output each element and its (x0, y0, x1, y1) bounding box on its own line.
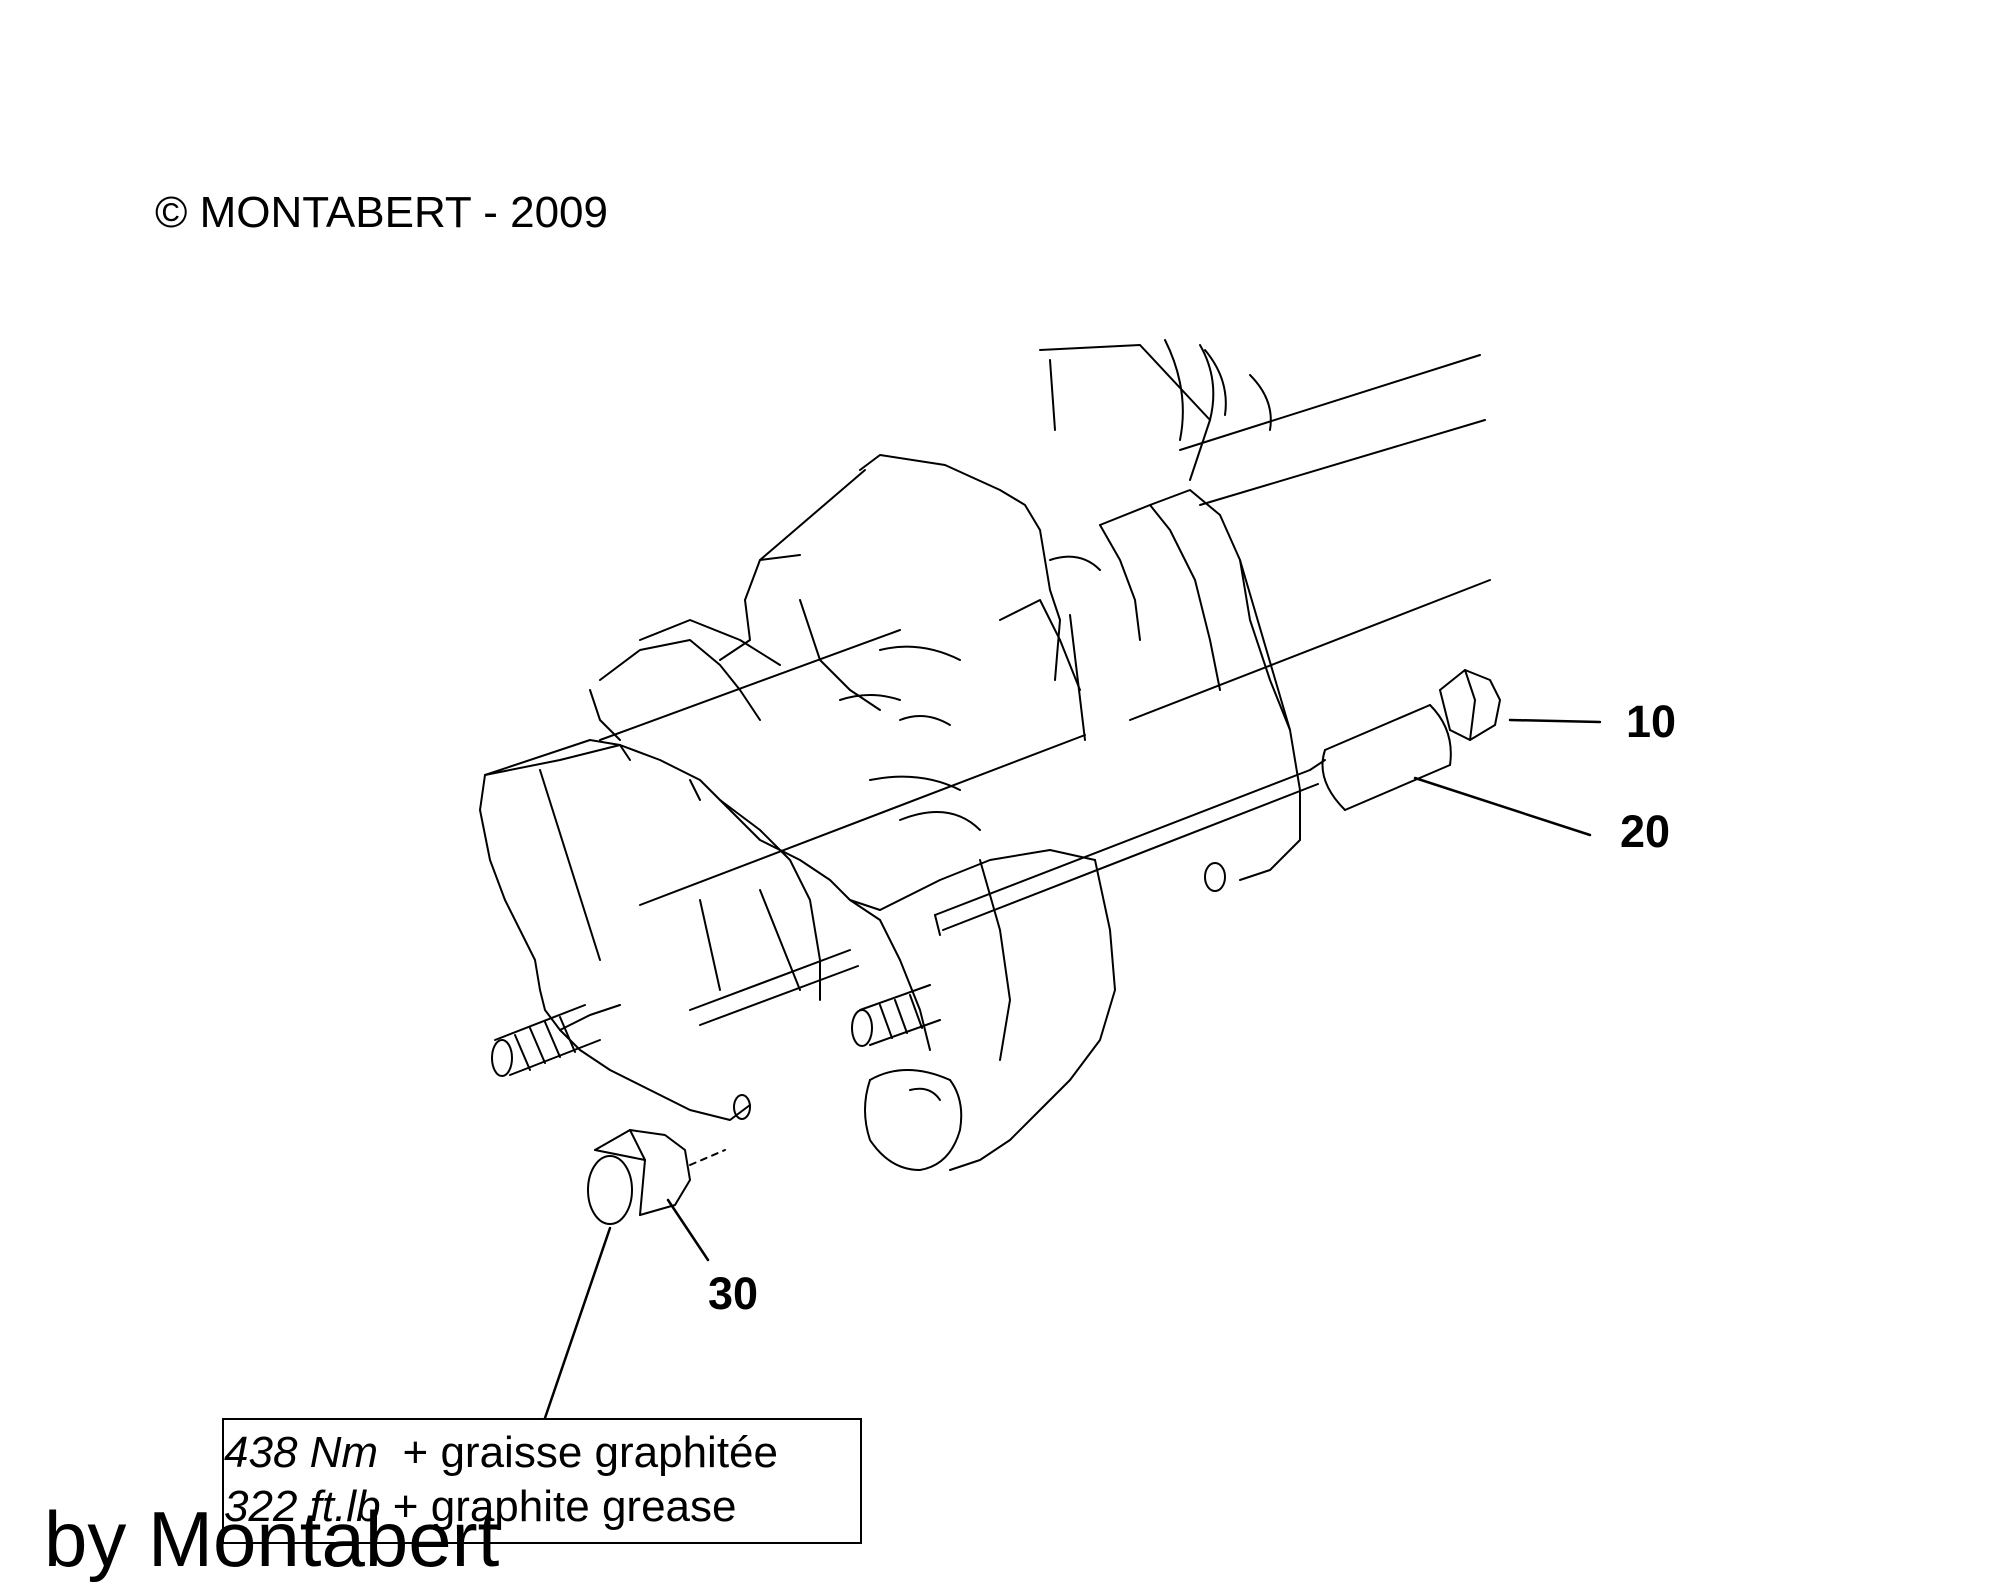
threaded-stud-left (491, 1004, 601, 1077)
tie-rod (689, 769, 1319, 1026)
threaded-stud-middle (851, 984, 941, 1047)
copyright-text: © MONTABERT - 2009 (155, 188, 608, 237)
torque-value-imperial: 322 ft.lb (224, 1482, 381, 1531)
callout-label-10: 10 (1626, 696, 1677, 747)
torque-note-line-imperial: 322 ft.lb + graphite grease (224, 1482, 736, 1532)
torque-note-line-metric: 438 Nm + graisse graphitée (224, 1428, 778, 1478)
callout-label-20: 20 (1620, 806, 1671, 857)
grease-note-fr: + graisse graphitée (402, 1428, 778, 1477)
part-10-nut (1439, 669, 1501, 741)
part-20-sleeve (1309, 704, 1452, 811)
leader-lines (543, 718, 1602, 1420)
watermark-text: by Montabert (44, 1495, 500, 1583)
leader-torque (543, 1226, 612, 1420)
callout-label-30: 30 (708, 1268, 759, 1319)
leader-10 (1508, 718, 1602, 724)
grease-note-en: + graphite grease (392, 1482, 737, 1531)
leader-20 (1413, 776, 1592, 837)
housing-outline (479, 339, 1491, 1171)
part-30-plug (587, 1129, 726, 1225)
bolt-hole-side (1204, 862, 1226, 892)
leader-30 (666, 1198, 710, 1262)
torque-value-metric: 438 Nm (224, 1428, 379, 1477)
bolt-hole-front (733, 1094, 751, 1120)
torque-note-box: 438 Nm + graisse graphitée 322 ft.lb + g… (222, 1418, 862, 1544)
